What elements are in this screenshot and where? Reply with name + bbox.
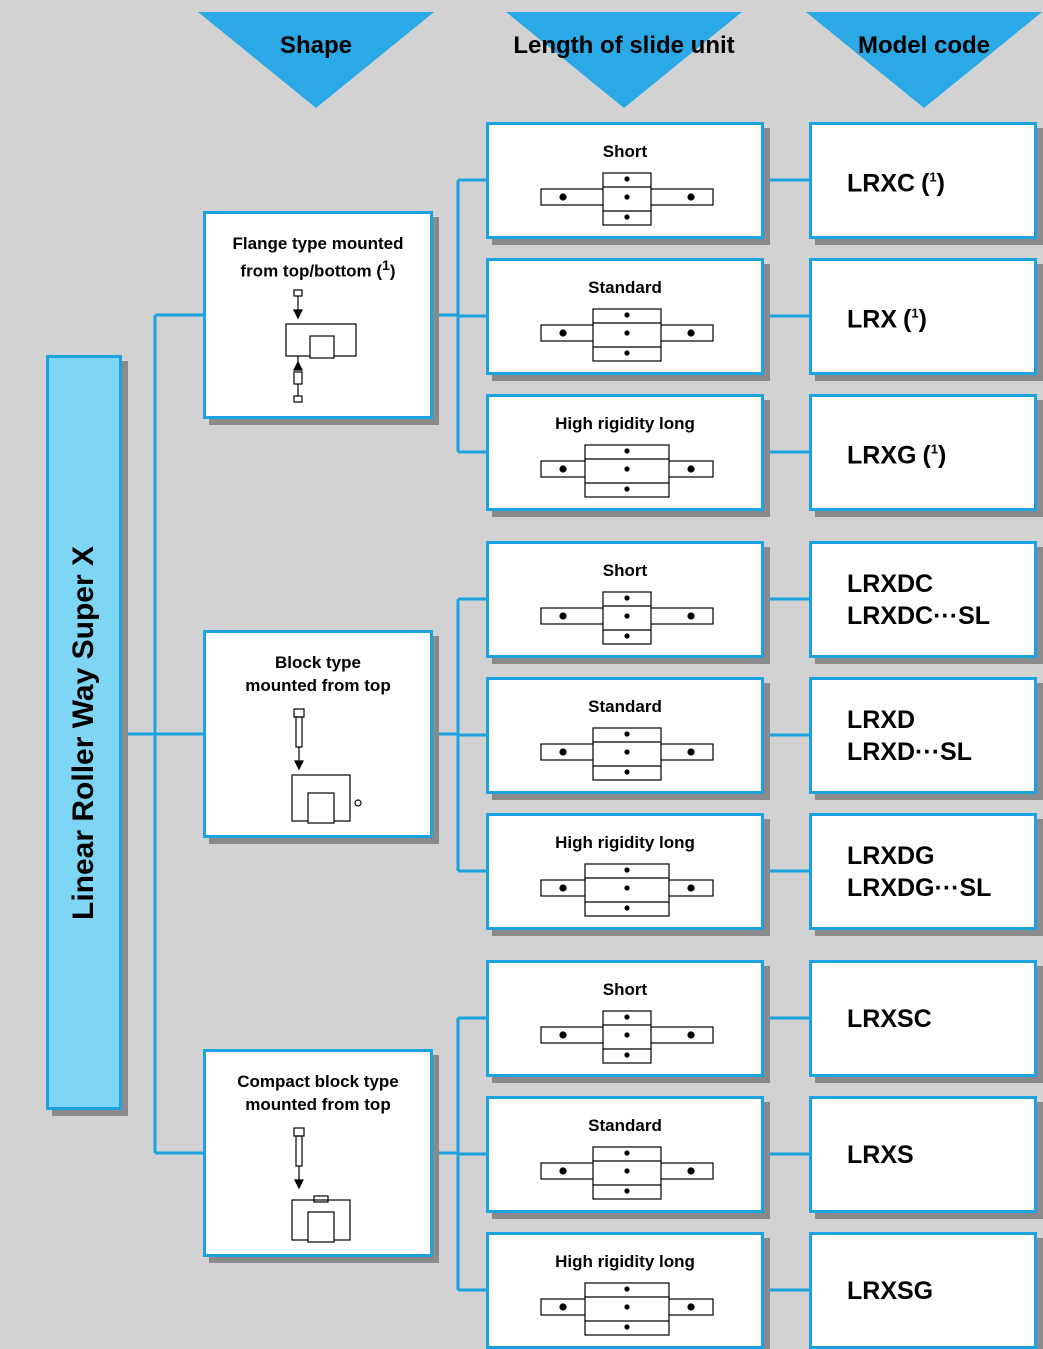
model-code-line2: LRXDG···SL: [847, 873, 992, 902]
model-code-note: 1: [929, 169, 937, 185]
model-code-line1: LRXS: [847, 1140, 914, 1169]
model-code-line1: LRXSC: [847, 1004, 932, 1033]
model-code-line1: LRXG: [847, 441, 917, 470]
short-slide-unit-drawing: [540, 172, 714, 226]
model-code: LRX(1): [847, 305, 927, 334]
model-code-line2: LRXDC···SL: [847, 601, 991, 630]
model-code: LRXC(1): [847, 169, 945, 198]
standard-slide-unit-drawing: [540, 1146, 714, 1200]
model-code: LRXDC LRXDC···SL: [847, 544, 990, 655]
model-code-box: LRXC(1): [809, 122, 1037, 239]
model-code-box: LRXDC LRXDC···SL: [809, 541, 1037, 658]
model-code: LRXSG: [847, 1235, 933, 1346]
header-length-label: Length of slide unit: [513, 32, 735, 59]
length-box-long: High rigidity long: [486, 1232, 764, 1349]
length-box-standard: Standard: [486, 1096, 764, 1213]
shape-note: 1: [382, 258, 390, 274]
shape-label-line2: mounted from top: [245, 676, 391, 695]
model-code-line1: LRXD: [847, 705, 916, 734]
length-label: Short: [602, 561, 648, 580]
standard-slide-unit-drawing: [540, 308, 714, 362]
length-label: Standard: [588, 697, 662, 716]
compact-block-type-slide-unit-drawing: [291, 1127, 351, 1243]
header-arrow-icon: [506, 12, 742, 108]
length-label: Standard: [588, 1116, 662, 1135]
model-code: LRXDG LRXDG···SL: [847, 816, 991, 927]
header-model: Model code: [806, 12, 1042, 112]
model-code-note: 1: [911, 305, 919, 321]
shape-label-line1: Block type: [275, 653, 361, 672]
model-code-box: LRXDG LRXDG···SL: [809, 813, 1037, 930]
product-family-title: Linear Roller Way Super X: [67, 545, 100, 920]
model-code-note: 1: [930, 441, 939, 457]
length-label: Short: [602, 142, 648, 161]
header-shape-label: Shape: [279, 32, 353, 59]
header-arrow-icon: [806, 12, 1042, 108]
header-arrow-icon: [198, 12, 434, 108]
shape-label-line1: Flange type mounted: [232, 234, 404, 253]
model-code-line2: LRXD···SL: [847, 737, 972, 766]
shape-label-line2: mounted from top: [245, 1095, 391, 1114]
length-label: High rigidity long: [555, 414, 695, 433]
length-box-short: Short: [486, 960, 764, 1077]
model-code-line1: LRXDG: [847, 841, 935, 870]
length-label: High rigidity long: [555, 833, 695, 852]
shape-label: Block type mounted from top: [206, 651, 430, 697]
long-slide-unit-drawing: [540, 863, 714, 917]
shape-box-flange: Flange type mounted from top/bottom (1): [203, 211, 433, 419]
standard-slide-unit-drawing: [540, 727, 714, 781]
shape-label: Compact block type mounted from top: [206, 1070, 430, 1116]
flange-type-slide-unit-drawing: [285, 289, 357, 403]
length-label: Standard: [588, 278, 662, 297]
model-code-line1: LRXSG: [847, 1276, 934, 1305]
shape-label-line1: Compact block type: [237, 1072, 399, 1091]
model-code: LRXS: [847, 1099, 914, 1210]
model-code: LRXG(1): [847, 441, 947, 470]
length-box-short: Short: [486, 541, 764, 658]
header-model-label: Model code: [857, 32, 990, 59]
model-code-line1: LRXDC: [847, 569, 934, 598]
model-code-box: LRXSC: [809, 960, 1037, 1077]
short-slide-unit-drawing: [540, 591, 714, 645]
block-type-slide-unit-drawing: [291, 708, 362, 824]
model-code: LRXD LRXD···SL: [847, 680, 972, 791]
model-code-box: LRXD LRXD···SL: [809, 677, 1037, 794]
shape-label-line2: from top/bottom: [240, 261, 372, 281]
model-code: LRXSC: [847, 963, 932, 1074]
model-code-box: LRXS: [809, 1096, 1037, 1213]
long-slide-unit-drawing: [540, 1282, 714, 1336]
length-label: High rigidity long: [555, 1252, 695, 1271]
model-code-box: LRXG(1): [809, 394, 1037, 511]
length-box-standard: Standard: [486, 677, 764, 794]
length-label: Short: [602, 980, 648, 999]
header-shape: Shape: [198, 12, 434, 112]
short-slide-unit-drawing: [540, 1010, 714, 1064]
shape-box-compact-block: Compact block type mounted from top: [203, 1049, 433, 1257]
model-code-line1: LRX: [847, 305, 897, 334]
shape-box-block: Block type mounted from top: [203, 630, 433, 838]
model-code-box: LRX(1): [809, 258, 1037, 375]
length-box-long: High rigidity long: [486, 394, 764, 511]
length-box-short: Short: [486, 122, 764, 239]
model-code-box: LRXSG: [809, 1232, 1037, 1349]
length-box-standard: Standard: [486, 258, 764, 375]
shape-label: Flange type mounted from top/bottom (1): [232, 234, 404, 281]
product-family-bar: Linear Roller Way Super X: [46, 355, 122, 1110]
model-code-line1: LRXC: [847, 169, 916, 198]
header-length: Length of slide unit: [506, 12, 742, 112]
length-box-long: High rigidity long: [486, 813, 764, 930]
long-slide-unit-drawing: [540, 444, 714, 498]
